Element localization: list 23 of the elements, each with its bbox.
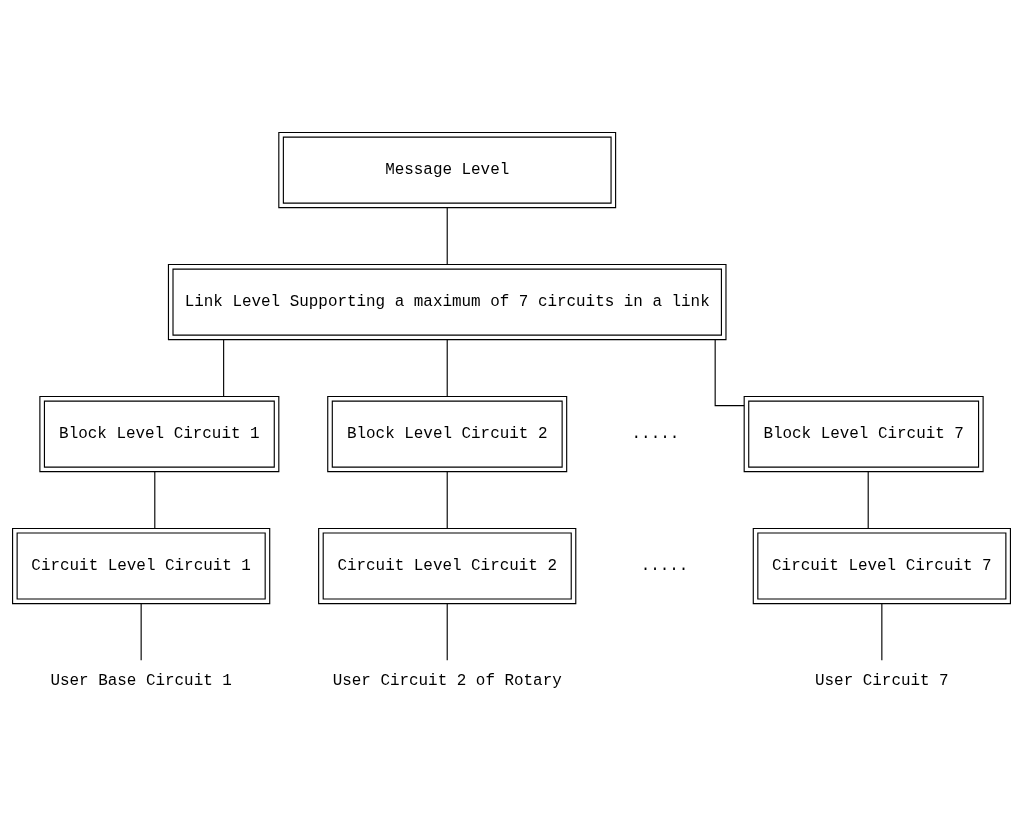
connector: [867, 470, 869, 529]
node-box: Circuit Level Circuit 1: [12, 527, 271, 604]
node-text: User Base Circuit 1: [50, 671, 232, 690]
connector: [446, 602, 448, 661]
connector: [446, 206, 448, 265]
connector: [446, 470, 448, 529]
connector: [223, 338, 225, 397]
node-box: Circuit Level Circuit 7: [752, 527, 1011, 604]
node-box: Message Level: [278, 131, 617, 208]
connector: [154, 470, 156, 529]
label: .....: [631, 424, 680, 443]
node-text: User Circuit 7: [815, 671, 949, 690]
connector: [140, 602, 142, 661]
node-box: Block Level Circuit 1: [39, 395, 280, 472]
node-box: Block Level Circuit 2: [327, 395, 568, 472]
connector: [446, 338, 448, 397]
node-box: Block Level Circuit 7: [743, 395, 984, 472]
node-text: User Circuit 2 of Rotary: [332, 671, 562, 690]
connector: [881, 602, 883, 661]
connector: [714, 338, 745, 406]
node-box: Link Level Supporting a maximum of 7 circuits in a link: [167, 263, 727, 340]
label: .....: [640, 556, 689, 575]
node-box: Circuit Level Circuit 2: [318, 527, 577, 604]
